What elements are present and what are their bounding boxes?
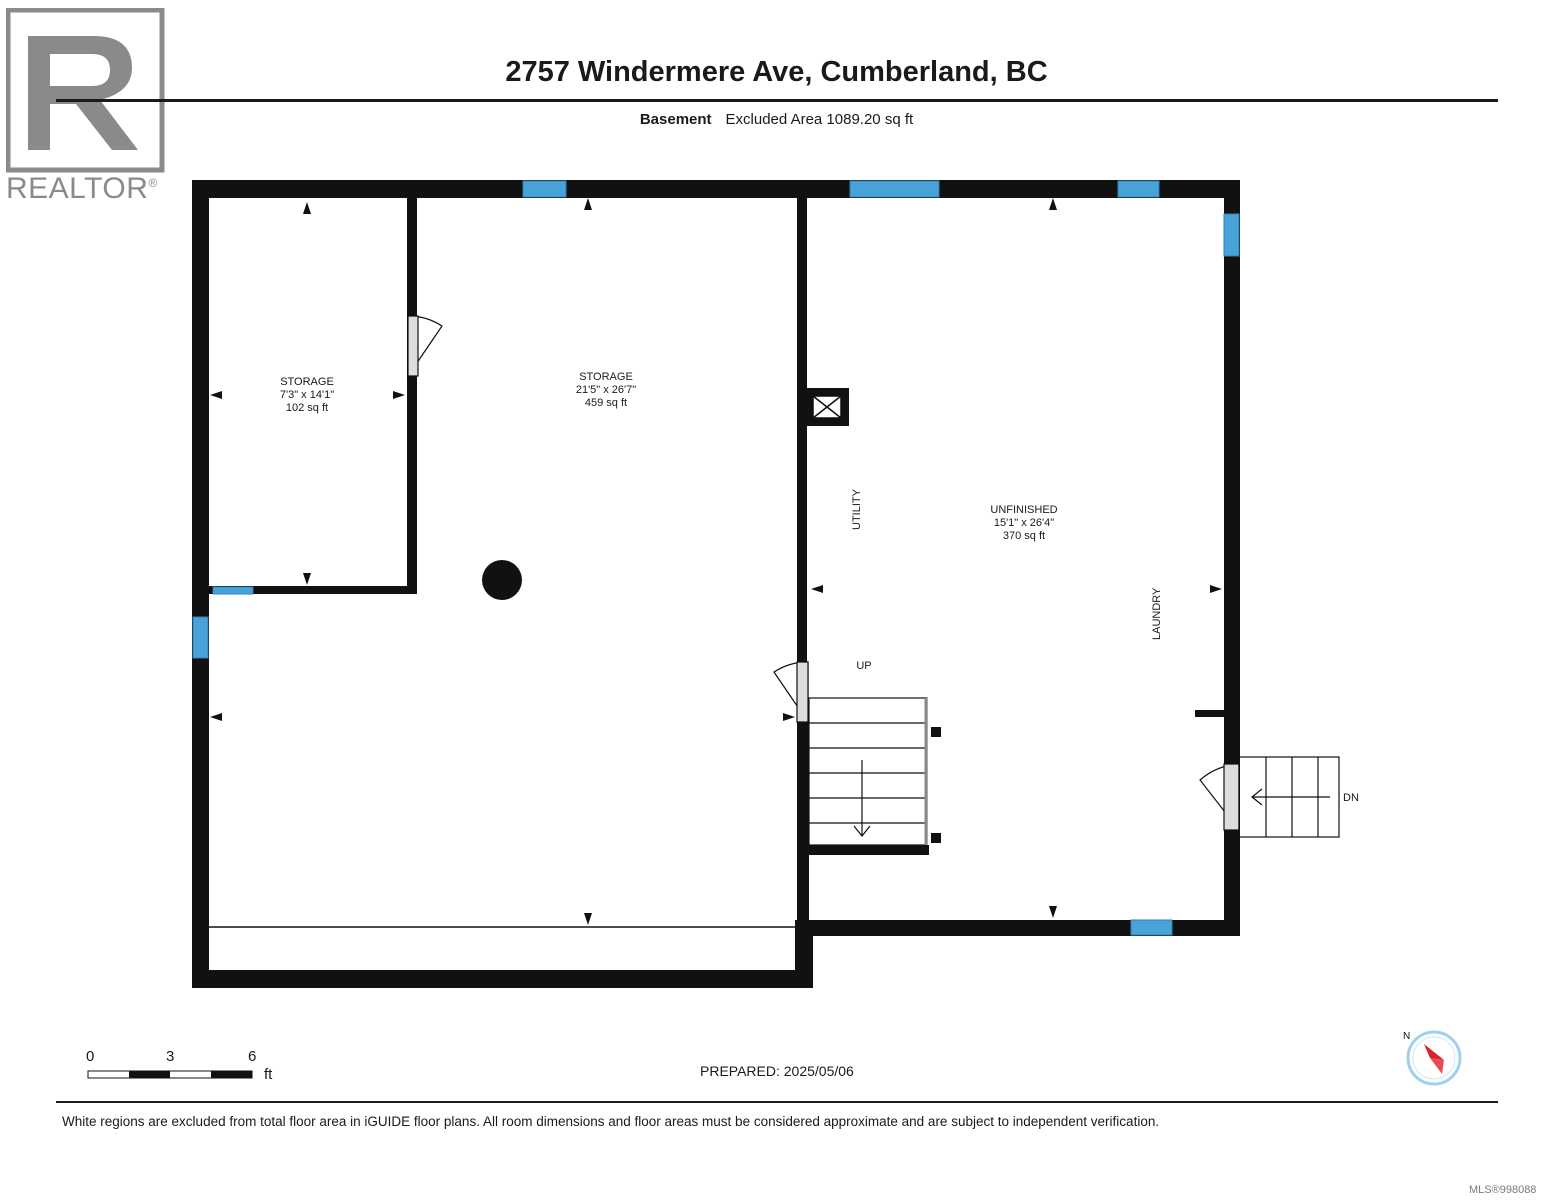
window [522,180,567,198]
realtor-logo [6,8,165,173]
label-laundry: LAUNDRY [1151,587,1163,640]
excluded-area: Excluded Area 1089.20 sq ft [725,111,914,128]
level-subtitle: Basement Excluded Area 1089.20 sq ft [0,111,1553,128]
scale-bar [87,1070,253,1079]
room-name: UNFINISHED [990,504,1057,516]
room-area: 459 sq ft [585,397,627,409]
room-name: STORAGE [579,371,633,383]
dimension-arrows [210,198,1222,925]
room-name: STORAGE [280,376,334,388]
window [1117,180,1160,198]
room-storage-small: STORAGE 7'3" x 14'1" 102 sq ft [280,376,334,414]
compass-icon: N [1403,1030,1462,1086]
room-area: 102 sq ft [286,402,328,414]
header-rule [56,99,1498,102]
window [212,586,254,595]
stairs-down [1238,756,1340,838]
realtor-wordmark: REALTOR® [6,172,158,205]
compass-north-label: N [1403,1031,1410,1042]
footer-rule [56,1101,1498,1103]
column-post [482,560,522,600]
prepared-date: PREPARED: 2025/05/06 [700,1063,854,1079]
room-unfinished: UNFINISHED 15'1" x 26'4" 370 sq ft [990,504,1057,542]
walls [192,180,1240,988]
room-area: 370 sq ft [1003,530,1045,542]
stairs-up [808,697,928,846]
scale-tick-6: 6 [248,1048,257,1065]
room-dims: 15'1" x 26'4" [994,517,1054,529]
label-stairs-up: UP [856,660,871,672]
window [1130,919,1173,936]
disclaimer-text: White regions are excluded from total fl… [62,1114,1160,1129]
door-small-storage [407,315,443,378]
windows [192,180,1240,936]
room-dims: 7'3" x 14'1" [280,389,334,401]
level-name: Basement [639,111,712,128]
window [192,616,209,659]
label-utility: UTILITY [851,488,863,530]
doors [407,315,1240,832]
room-dims: 21'5" x 26'7" [576,384,636,396]
page-title: 2757 Windermere Ave, Cumberland, BC [505,56,1048,88]
scale-unit: ft [264,1066,273,1083]
label-stairs-down: DN [1343,792,1359,804]
scale-tick-0: 0 [86,1048,95,1065]
window [849,180,940,198]
room-storage-large: STORAGE 21'5" x 26'7" 459 sq ft [576,371,636,409]
scale-tick-3: 3 [166,1048,175,1065]
chimney-symbol [812,395,842,419]
door-stairwell [773,661,809,724]
window [1223,213,1240,257]
door-exterior [1199,763,1240,832]
mls-number: MLS®998088 [1469,1184,1537,1196]
